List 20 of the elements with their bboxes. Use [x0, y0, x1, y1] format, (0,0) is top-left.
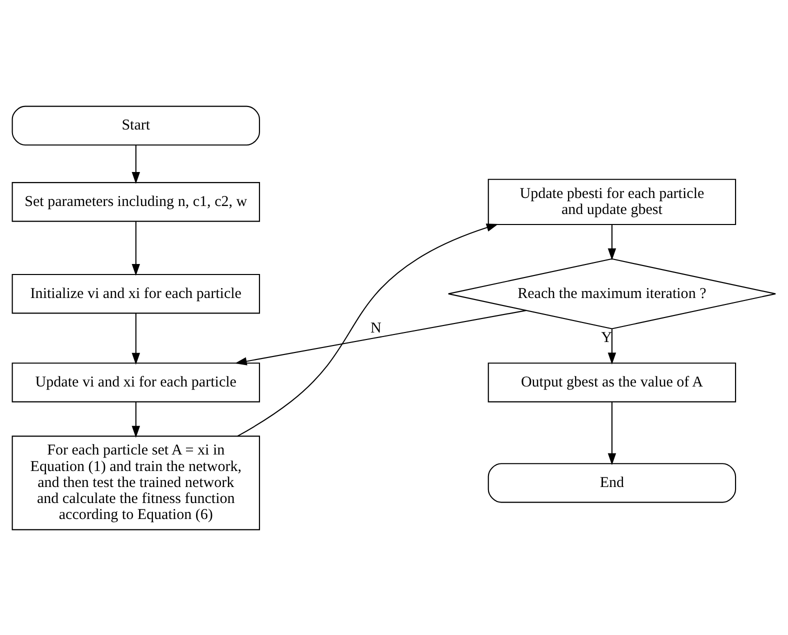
arrow [132, 312, 140, 364]
node-box: Set parameters including n, c1, c2, w [12, 182, 260, 222]
node-box: Start [12, 105, 260, 146]
arrow [132, 144, 140, 184]
arrow [234, 309, 526, 365]
edge-label: N [370, 320, 382, 336]
arrow [608, 402, 616, 465]
node-box: Update pbesti for each particle and update gbest [488, 178, 736, 225]
node-box: For each particle set A = xi in Equation (1) and train the network, and then test the trained network and calculate the fitness function according to Equation (6) [12, 435, 260, 530]
node-diamond: Reach the maximum iteration ? [448, 258, 776, 329]
arrow [608, 224, 616, 260]
node-box: Update vi and xi for each particle [12, 362, 260, 402]
node-box: End [488, 462, 736, 502]
edge-label: Y [601, 329, 612, 346]
arrow [132, 221, 140, 276]
arrow [608, 328, 616, 364]
node-box: Initialize vi and xi for each particle [12, 273, 260, 314]
node-box: Output gbest as the value of A [488, 362, 736, 402]
arrow [237, 223, 498, 436]
arrow [132, 402, 140, 438]
